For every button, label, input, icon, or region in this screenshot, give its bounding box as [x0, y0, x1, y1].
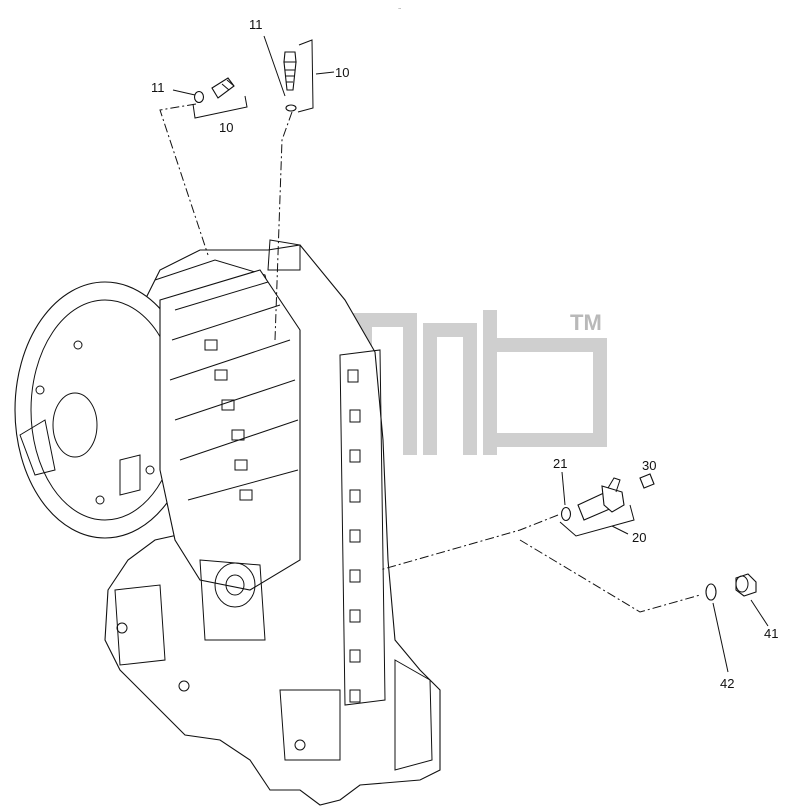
assembly-lines	[159, 103, 701, 613]
plug-assembly	[705, 573, 769, 673]
callout-11-left: 11	[151, 80, 165, 95]
trademark-mark: TM	[570, 310, 602, 335]
callout-21: 21	[553, 456, 567, 471]
speed-sensor-assembly	[559, 471, 655, 537]
callout-42: 42	[720, 676, 734, 691]
o-ring-21	[560, 506, 572, 522]
sensor-assembly-left	[172, 77, 248, 119]
callout-10-top: 10	[335, 65, 349, 80]
callout-20: 20	[632, 530, 646, 545]
callout-41: 41	[764, 626, 778, 641]
callout-11-top: 11	[249, 17, 263, 32]
sensor-10-left	[211, 77, 235, 99]
o-ring-42	[705, 583, 717, 601]
callout-30: 30	[642, 458, 656, 473]
transmission-housing	[14, 239, 441, 806]
bolt-30	[639, 473, 655, 489]
tiny-mark: ~	[398, 6, 401, 11]
o-ring-11-left	[193, 90, 205, 104]
callout-10-left: 10	[219, 120, 233, 135]
sensor-assembly-top	[263, 35, 335, 113]
plug-41	[735, 573, 757, 597]
o-ring-11-top	[285, 104, 297, 112]
